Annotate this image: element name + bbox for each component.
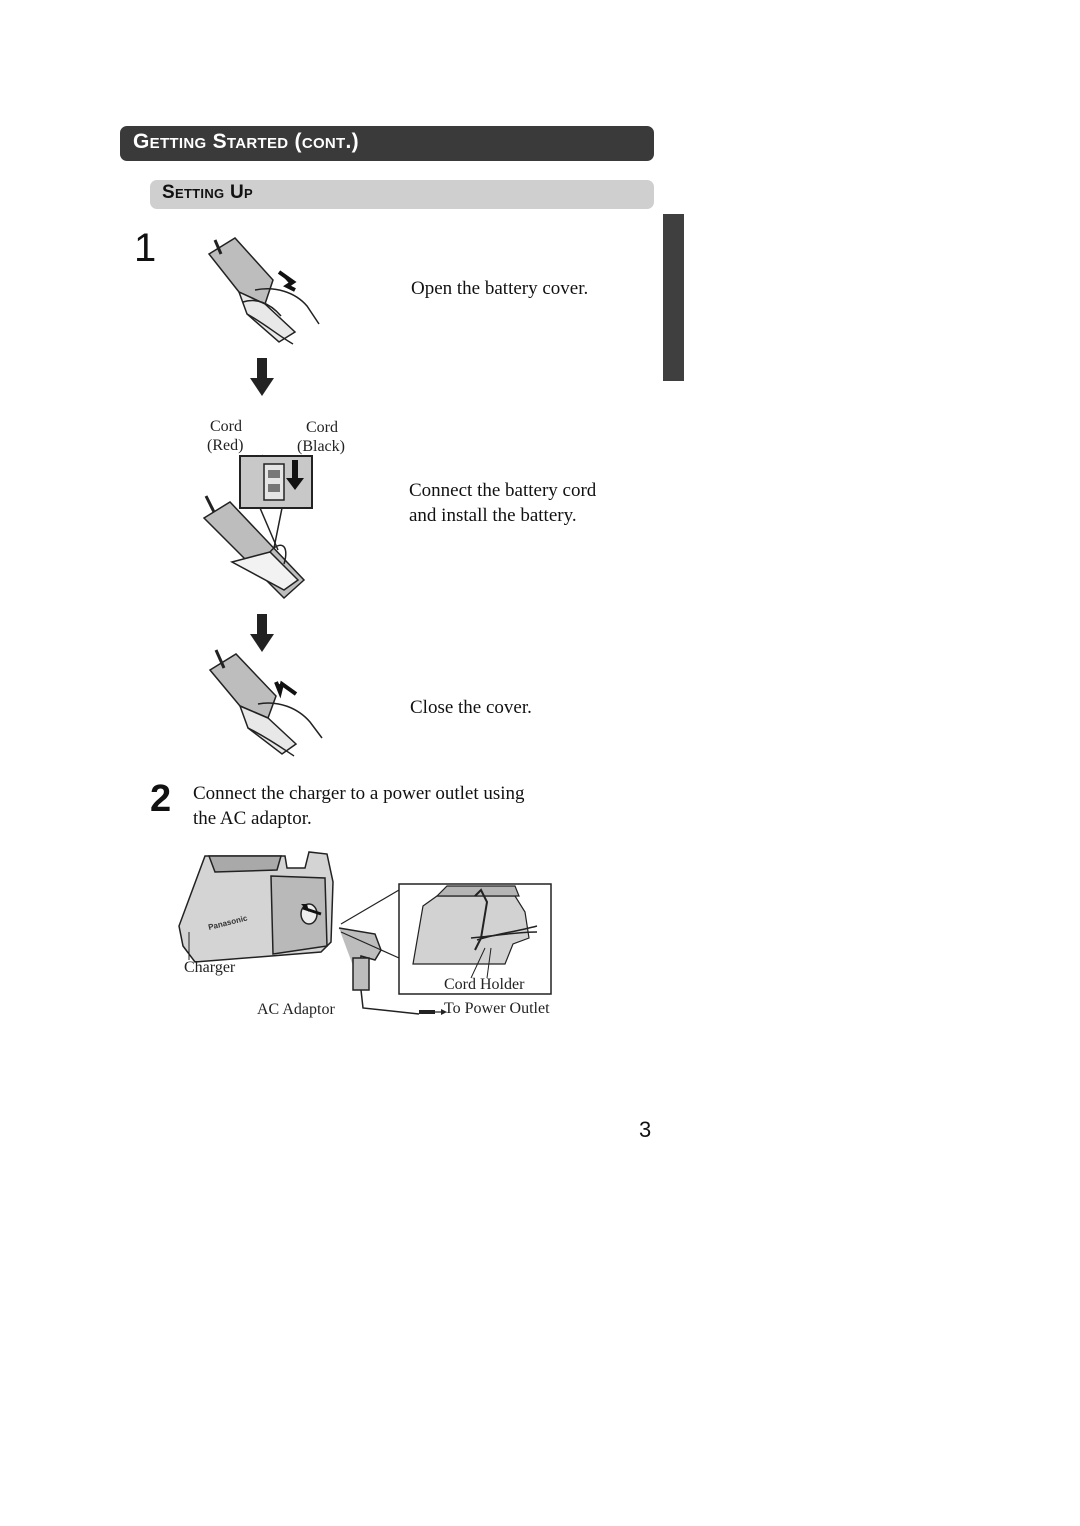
instruction-install-battery: and install the battery.	[409, 505, 577, 526]
charger-illustration: Panasonic	[178, 851, 552, 1015]
instruction-close-cover: Close the cover.	[410, 697, 532, 718]
ac-adaptor-label: AC Adaptor	[257, 1001, 335, 1018]
cord-red-label-line1: Cord	[210, 418, 242, 435]
cord-holder-label: Cord Holder	[444, 976, 525, 993]
step-1-number: 1	[134, 226, 157, 270]
instruction-open-cover: Open the battery cover.	[411, 278, 589, 299]
down-arrow-icon	[250, 358, 274, 396]
charger-label: Charger	[184, 959, 236, 976]
subsection-title: Setting Up	[162, 182, 254, 203]
step-2-instruction-line1: Connect the charger to a power outlet us…	[193, 783, 525, 804]
section-header-bar	[120, 126, 654, 161]
close-cover-illustration	[208, 649, 323, 757]
open-battery-cover-illustration	[207, 237, 320, 345]
down-arrow-icon	[250, 614, 274, 652]
step-2-instruction-line2: the AC adaptor.	[193, 808, 312, 829]
step-2-number: 2	[150, 778, 172, 820]
instruction-connect-cord: Connect the battery cord	[409, 480, 597, 501]
page-number: 3	[639, 1117, 652, 1142]
to-power-outlet-label: To Power Outlet	[444, 1000, 550, 1017]
cord-black-label-line2: (Black)	[297, 438, 345, 455]
section-title: Getting Started (cont.)	[133, 130, 359, 153]
subsection-header-bar	[150, 180, 654, 209]
cord-red-label-line2: (Red)	[207, 437, 244, 454]
cord-black-label-line1: Cord	[306, 419, 338, 436]
side-index-tab	[663, 214, 684, 381]
battery-connection-illustration	[202, 454, 313, 600]
